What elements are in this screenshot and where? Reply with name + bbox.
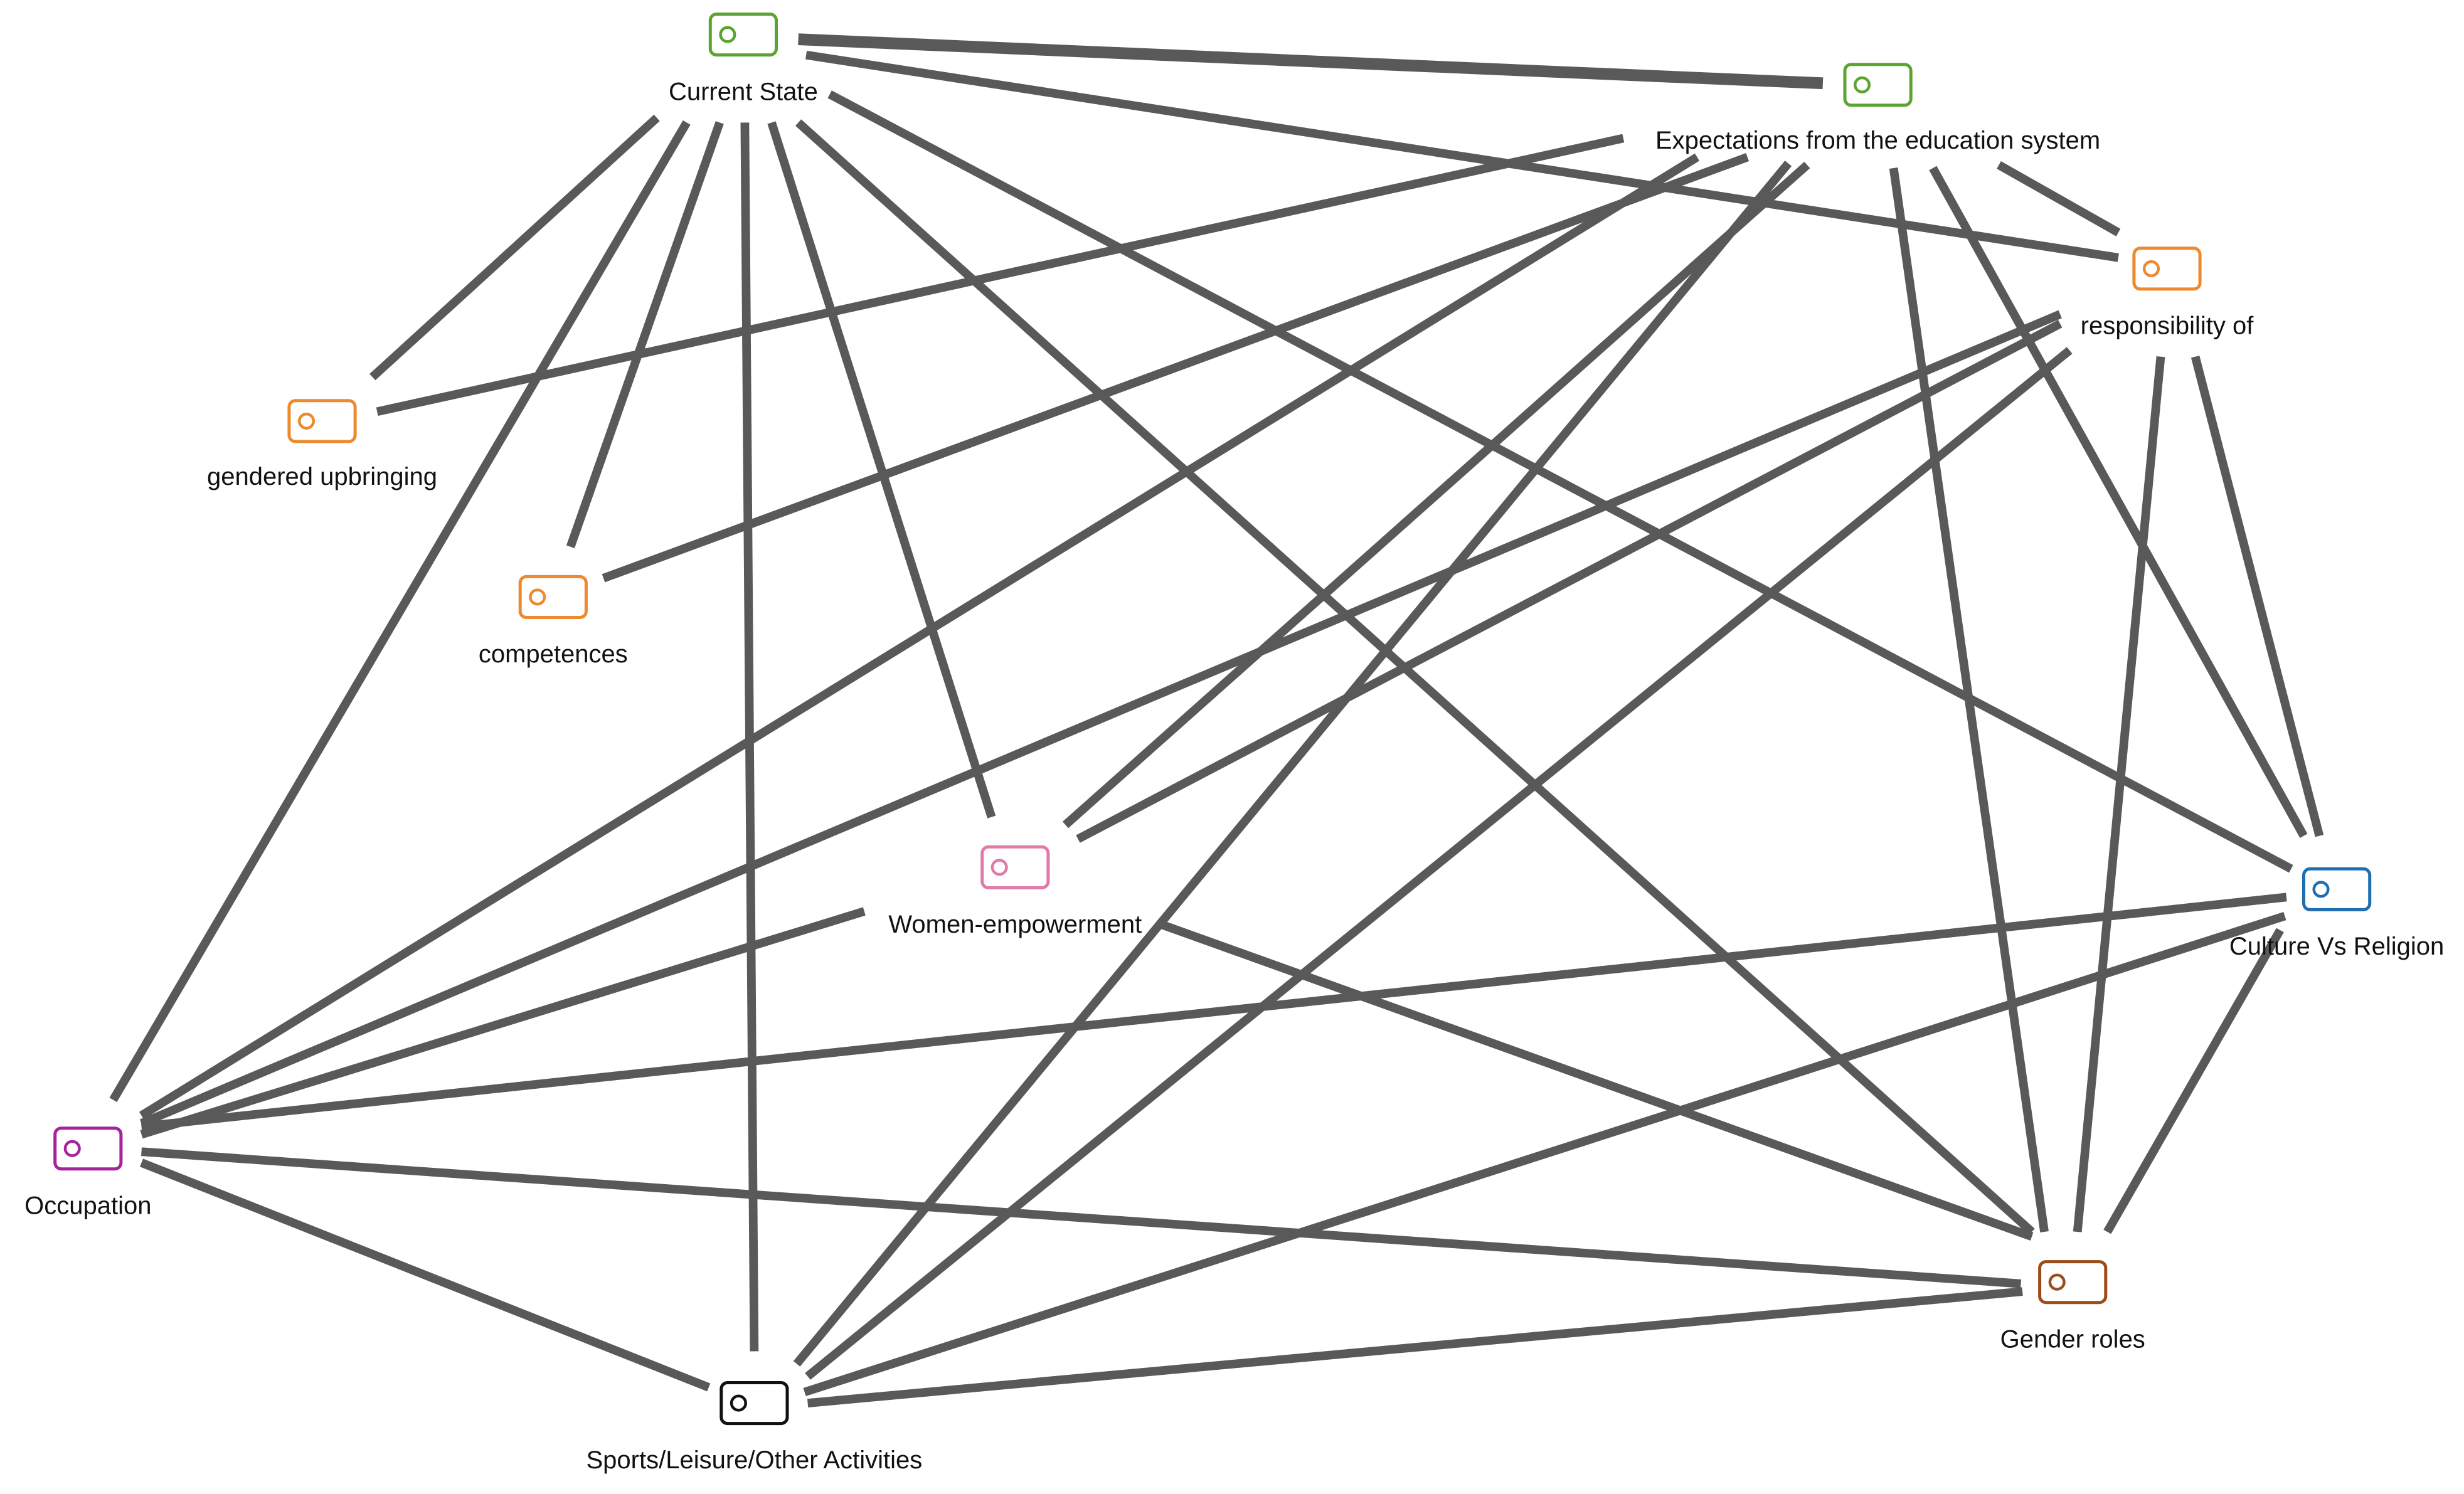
- edge-responsibility-gender-roles: [2073, 356, 2165, 1232]
- edges-layer: [109, 33, 2324, 1407]
- node-gender-roles[interactable]: Gender roles: [2000, 1260, 2145, 1354]
- edge-current-state-gender-roles: [795, 119, 2035, 1236]
- edge-women-empowerment-gender-roles: [1158, 919, 2034, 1241]
- edge-expectations-competences: [602, 153, 1750, 583]
- edge-expectations-sports: [793, 161, 1792, 1367]
- edge-occupation-sports: [139, 1158, 711, 1392]
- edge-women-empowerment-occupation: [140, 907, 866, 1139]
- node-label-current-state: Current State: [669, 78, 818, 105]
- edge-responsibility-culture-religion: [2191, 355, 2324, 837]
- edge-responsibility-occupation: [139, 310, 2062, 1128]
- edge-expectations-culture-religion: [1929, 166, 2308, 839]
- edge-gender-roles-sports: [807, 1287, 2023, 1407]
- edge-expectations-responsibility: [1997, 161, 2121, 236]
- tag-icon: [2132, 246, 2202, 291]
- node-current-state[interactable]: Current State: [669, 13, 818, 106]
- edge-current-state-culture-religion: [827, 90, 2293, 873]
- tag-icon: [2302, 867, 2372, 911]
- edge-current-state-women-empowerment: [767, 121, 996, 819]
- node-expectations[interactable]: Expectations from the education system: [1655, 63, 2100, 154]
- edge-culture-religion-gender-roles: [2103, 928, 2284, 1234]
- node-label-women-empowerment: Women-empowerment: [888, 911, 1142, 938]
- tag-icon: [1843, 63, 1913, 107]
- edge-responsibility-women-empowerment: [1076, 319, 2063, 843]
- edge-current-state-expectations: [798, 33, 1824, 90]
- edge-current-state-gendered-upbringing: [369, 114, 660, 381]
- node-women-empowerment[interactable]: Women-empowerment: [888, 845, 1142, 938]
- node-label-occupation: Occupation: [24, 1192, 151, 1219]
- tag-icon: [518, 575, 588, 620]
- node-competences[interactable]: competences: [479, 575, 628, 668]
- edge-expectations-gendered-upbringing: [376, 134, 1625, 416]
- edge-expectations-occupation: [139, 153, 1700, 1120]
- node-sports[interactable]: Sports/Leisure/Other Activities: [587, 1381, 923, 1475]
- node-label-expectations: Expectations from the education system: [1655, 127, 2100, 154]
- edge-responsibility-sports: [805, 347, 2073, 1380]
- node-label-gender-roles: Gender roles: [2000, 1325, 2145, 1353]
- node-label-culture-religion: Culture Vs Religion: [2229, 933, 2444, 960]
- edge-expectations-women-empowerment: [1062, 161, 1810, 829]
- tag-icon: [980, 845, 1050, 889]
- edge-occupation-gender-roles: [141, 1147, 2022, 1288]
- edge-culture-religion-occupation: [141, 893, 2287, 1131]
- edge-current-state-responsibility: [805, 50, 2119, 262]
- edge-current-state-competences: [566, 121, 724, 549]
- node-label-competences: competences: [479, 640, 628, 668]
- edge-current-state-occupation: [109, 120, 691, 1103]
- node-label-responsibility: responsibility of: [2081, 312, 2254, 340]
- node-label-sports: Sports/Leisure/Other Activities: [587, 1446, 923, 1474]
- edge-expectations-gender-roles: [1889, 167, 2049, 1232]
- node-occupation[interactable]: Occupation: [24, 1126, 151, 1220]
- tag-icon: [287, 399, 357, 443]
- node-responsibility[interactable]: responsibility of: [2081, 246, 2254, 340]
- tag-icon: [720, 1381, 789, 1426]
- tag-icon: [53, 1126, 123, 1171]
- edge-culture-religion-sports: [803, 911, 2286, 1397]
- node-label-gendered-upbringing: gendered upbringing: [207, 463, 437, 490]
- node-culture-religion[interactable]: Culture Vs Religion: [2229, 867, 2444, 960]
- tag-icon: [2038, 1260, 2108, 1305]
- tag-icon: [708, 13, 778, 57]
- node-gendered-upbringing[interactable]: gendered upbringing: [207, 399, 437, 490]
